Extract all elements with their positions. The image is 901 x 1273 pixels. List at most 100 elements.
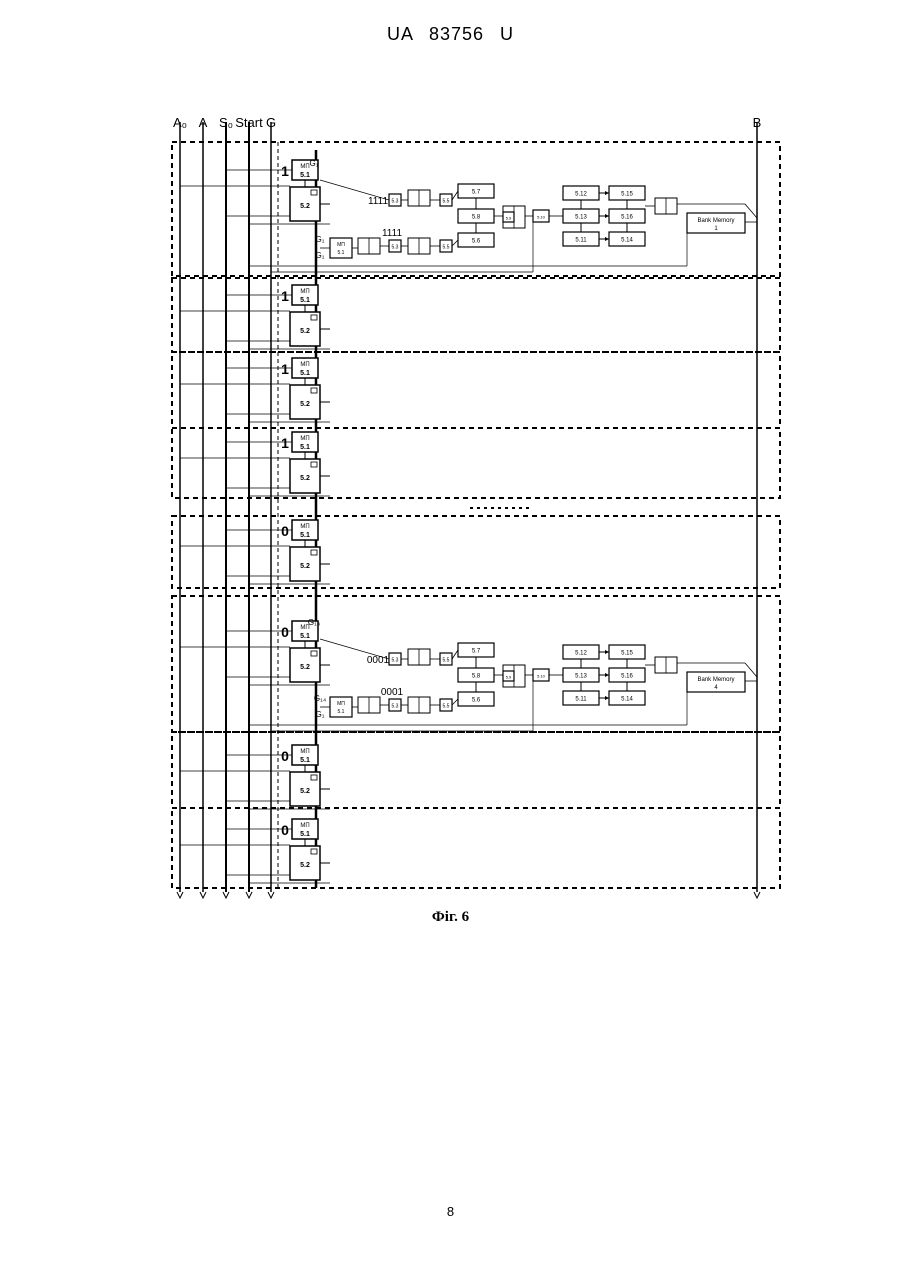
mp-number: 5.1 — [300, 370, 310, 377]
block-label: 5.12 — [575, 192, 587, 198]
pattern-label-b: 0001 — [381, 687, 404, 698]
block-label: 5.8 — [472, 215, 481, 221]
detail-circuit-stage-1: G₁G₁G₁МП5.1111111115.35.35.55.55.75.85.6… — [249, 159, 757, 272]
stage-bit: 1 — [281, 361, 289, 377]
mp-label: МП — [300, 749, 309, 755]
pattern-label-a: 1111 — [368, 196, 388, 207]
block-port — [311, 550, 317, 555]
bus-label-1: A₀ — [173, 115, 187, 130]
block-label: 5.13 — [575, 674, 587, 680]
stage-frame-5 — [172, 516, 780, 588]
block-label: 5.5 — [443, 704, 450, 710]
feedback-wire — [320, 639, 389, 659]
g-label-mid: G₁₄ — [314, 694, 326, 703]
stage-bit: 0 — [281, 624, 289, 640]
feedback-wire — [320, 180, 389, 200]
wire — [452, 191, 458, 200]
bank-memory-label: Bank Memory — [697, 677, 734, 683]
block-5-2-label: 5.2 — [300, 328, 310, 335]
mp-label: МП — [300, 289, 309, 295]
mp-number: 5.1 — [338, 709, 345, 715]
block-label: 5.5 — [443, 245, 450, 251]
mp-number: 5.1 — [300, 831, 310, 838]
bus-arrow — [200, 892, 206, 898]
bus-arrow — [177, 892, 183, 898]
stage-bit: 1 — [281, 288, 289, 304]
bus-label-4: Start — [235, 115, 263, 130]
block-label: 5.3 — [392, 199, 399, 205]
stage-frame-4 — [172, 428, 780, 498]
block-label: 5.16 — [621, 215, 633, 221]
g-label-mid: G₁ — [316, 235, 325, 244]
mp-number: 5.1 — [300, 633, 310, 640]
figure-caption: Фіг. 6 — [0, 909, 901, 926]
stage-bit: 1 — [281, 435, 289, 451]
block-label: 5.7 — [472, 649, 481, 655]
block-port — [311, 462, 317, 467]
g-label-low: G₁ — [316, 710, 325, 719]
block-5-2-label: 5.2 — [300, 664, 310, 671]
wire — [452, 240, 458, 246]
pattern-label-b: 1111 — [382, 228, 402, 239]
block-label: 5.10 — [537, 215, 546, 220]
wire — [452, 650, 458, 659]
block-label: 5.15 — [621, 192, 633, 198]
block-5-2-label: 5.2 — [300, 475, 310, 482]
block-label: 5.9 — [506, 216, 512, 221]
block-5-2-label: 5.2 — [300, 788, 310, 795]
block-label: 5.3 — [392, 658, 399, 664]
mp-number: 5.1 — [300, 532, 310, 539]
block-label: 5.9 — [506, 675, 512, 680]
g-label-top: G₁₄ — [308, 618, 320, 627]
block-port — [311, 388, 317, 393]
bank-memory-label: Bank Memory — [697, 218, 734, 224]
bus-label-3: S₀ — [219, 115, 233, 130]
bus-arrow — [223, 892, 229, 898]
mp-number: 5.1 — [338, 250, 345, 256]
block-label: 5.14 — [621, 697, 633, 703]
bus-labels: A₀AS₀StartGB — [173, 115, 761, 130]
bus-arrow — [268, 892, 274, 898]
block-port — [311, 849, 317, 854]
block-label: 5.14 — [621, 238, 633, 244]
mp-number: 5.1 — [300, 297, 310, 304]
block-port — [311, 651, 317, 656]
stage-bit: 0 — [281, 822, 289, 838]
detail-circuit-stage-6: G₁₄G₁₄G₁МП5.1000100015.35.35.55.55.75.85… — [249, 618, 757, 731]
mp-label: МП — [337, 242, 345, 248]
wire — [745, 663, 757, 677]
block-label: 5.16 — [621, 674, 633, 680]
stage-bit: 0 — [281, 748, 289, 764]
stage-frames — [172, 142, 780, 888]
block-port — [311, 775, 317, 780]
block-label: 5.10 — [537, 674, 546, 679]
page-number: 8 — [0, 1204, 901, 1219]
block-label: 5.7 — [472, 190, 481, 196]
block-port — [311, 315, 317, 320]
mp-label: МП — [300, 823, 309, 829]
block-label: 5.3 — [392, 245, 399, 251]
block-5-2-label: 5.2 — [300, 563, 310, 570]
pattern-label-a: 0001 — [367, 655, 390, 666]
block-label: 5.6 — [472, 239, 481, 245]
bus-label-5: G — [266, 115, 276, 130]
g-label-low: G₁ — [316, 251, 325, 260]
block-label: 5.13 — [575, 215, 587, 221]
mp-number: 5.1 — [300, 757, 310, 764]
block-label: 5.12 — [575, 651, 587, 657]
stage-bit: 1 — [281, 163, 289, 179]
mp-number: 5.1 — [300, 444, 310, 451]
block-label: 5.11 — [575, 697, 587, 703]
block-label: 5.11 — [575, 238, 587, 244]
block-5-2-label: 5.2 — [300, 862, 310, 869]
wire — [452, 699, 458, 705]
stage-frame-7 — [172, 732, 780, 808]
bus-arrow — [754, 892, 760, 898]
wire — [745, 204, 757, 218]
block-label: 5.5 — [443, 199, 450, 205]
block-label: 5.6 — [472, 698, 481, 704]
block-5-2-label: 5.2 — [300, 401, 310, 408]
block-label: 5.3 — [392, 704, 399, 710]
block-label: 5.15 — [621, 651, 633, 657]
